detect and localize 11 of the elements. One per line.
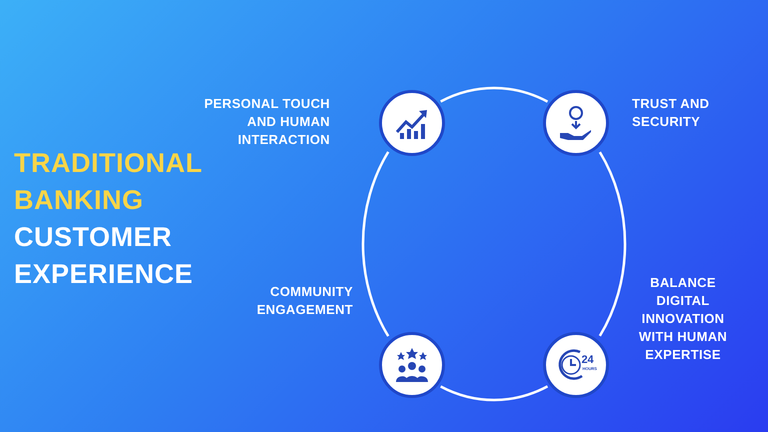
ring-arc <box>440 385 548 401</box>
heading-text: CUSTOMER EXPERIENCE <box>14 221 194 291</box>
node-caption: TRUST AND SECURITY <box>632 95 710 131</box>
clock-label: 24 <box>581 355 594 366</box>
ring-arc <box>362 151 390 337</box>
ring-arc <box>598 152 626 336</box>
node-caption: BALANCE DIGITAL INNOVATION WITH HUMAN EXPERTISE <box>638 274 728 364</box>
node-caption: PERSONAL TOUCH AND HUMAN INTERACTION <box>203 95 330 149</box>
ring-arc <box>440 87 548 103</box>
heading-text: TRADITIONAL BANKING <box>14 147 203 217</box>
node-caption: COMMUNITY ENGAGEMENT <box>256 283 353 319</box>
